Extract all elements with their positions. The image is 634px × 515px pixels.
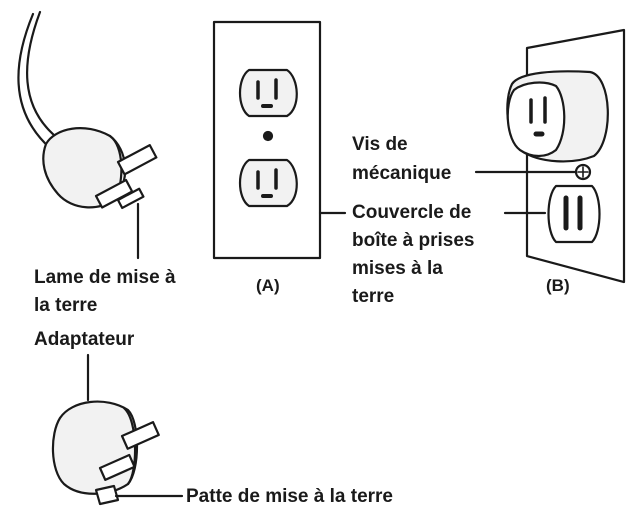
mech-screw-label-line2: mécanique bbox=[352, 163, 452, 184]
box-cover-label-line4: terre bbox=[352, 286, 395, 307]
outlet-upper bbox=[238, 68, 298, 118]
plate-center-screw bbox=[262, 130, 274, 142]
grounding-adapter-illustration bbox=[51, 353, 160, 506]
figure-b-label: (B) bbox=[546, 276, 570, 295]
plug-prong-top bbox=[116, 143, 158, 176]
grounding-adapter-prong-bottom bbox=[98, 453, 136, 481]
grounding-adapter-body bbox=[51, 400, 139, 495]
box-cover-label-line2: boîte à prises bbox=[352, 230, 475, 251]
figure-a-label: (A) bbox=[256, 276, 280, 295]
duplex-receptacle-illustration bbox=[212, 20, 322, 260]
adapter-face-right bbox=[506, 81, 566, 158]
box-cover-label-line3: mises à la bbox=[352, 258, 443, 279]
plug-ground-pin bbox=[116, 187, 145, 210]
plug-cord bbox=[17, 10, 62, 150]
wall-receptacle-illustration bbox=[506, 28, 626, 284]
box-cover-label-line1: Couvercle de bbox=[352, 202, 472, 223]
ground-tab-label: Patte de mise à la terre bbox=[186, 486, 393, 507]
ground-blade-label-line2: la terre bbox=[34, 295, 98, 316]
grounded-plug-illustration bbox=[17, 10, 158, 210]
outlet-lower bbox=[238, 158, 298, 208]
grounding-tab-piece bbox=[94, 484, 120, 506]
adapter-label: Adaptateur bbox=[34, 329, 135, 350]
grounding-adapter-prong-top bbox=[120, 421, 160, 450]
mech-screw-label-line1: Vis de bbox=[352, 134, 408, 155]
ground-blade-label-line1: Lame de mise à bbox=[34, 267, 176, 288]
lower-outlet-right bbox=[547, 184, 601, 244]
